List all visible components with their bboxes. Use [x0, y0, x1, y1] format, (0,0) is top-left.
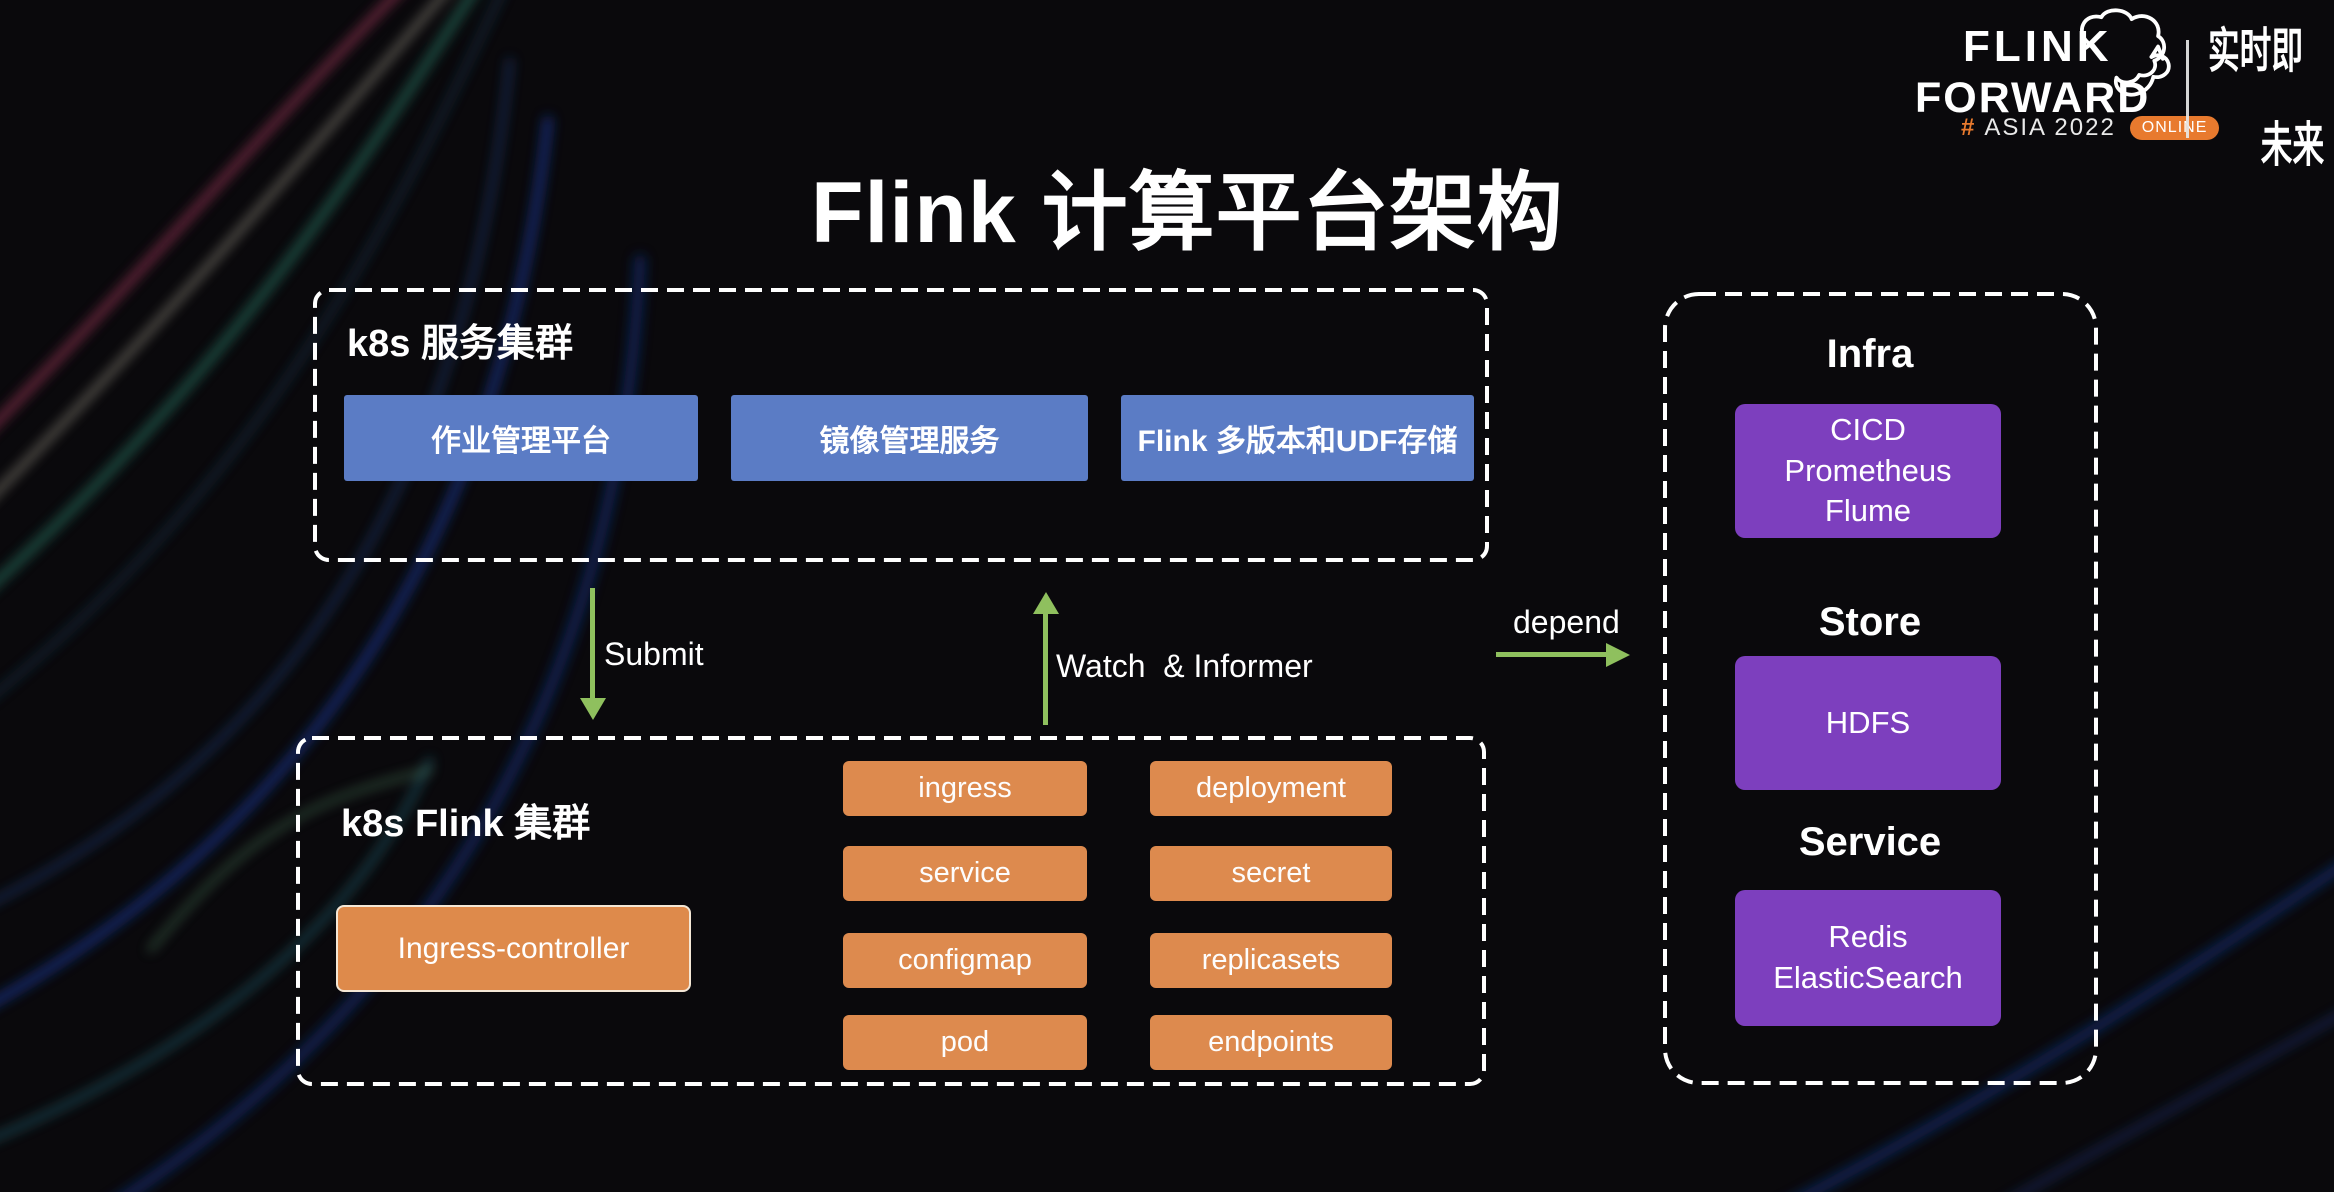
tagline-line1: 实时即: [2208, 25, 2304, 78]
image-management-service-box: 镜像管理服务: [731, 395, 1088, 481]
resource-box-configmap: configmap: [843, 933, 1087, 988]
resource-box-deployment: deployment: [1150, 761, 1392, 816]
logo-tagline: 实时即 未来: [2208, 25, 2325, 173]
watch-arrow-head-icon: [1033, 592, 1059, 614]
resource-box-service: service: [843, 846, 1087, 901]
service-cluster-title: k8s 服务集群: [347, 323, 573, 365]
resource-box-pod: pod: [843, 1015, 1087, 1070]
job-management-platform-box: 作业管理平台: [344, 395, 698, 481]
ingress-controller-box: Ingress-controller: [336, 905, 691, 992]
depend-arrow-line: [1496, 652, 1608, 657]
resource-box-endpoints: endpoints: [1150, 1015, 1392, 1070]
page-title: Flink 计算平台架构: [811, 165, 1564, 261]
submit-arrow-line: [590, 588, 595, 700]
resource-box-ingress: ingress: [843, 761, 1087, 816]
flink-forward-logo: FLINK FORWARD # ASIA 2022 ONLINE 实时即 未来: [1905, 8, 2324, 170]
tagline-line2: 未来: [2260, 119, 2325, 173]
logo-event-row: # ASIA 2022 ONLINE: [1961, 114, 2220, 142]
submit-arrow-head-icon: [580, 698, 606, 720]
logo-divider: [2186, 40, 2189, 138]
resource-box-replicasets: replicasets: [1150, 933, 1392, 988]
submit-arrow-label: Submit: [604, 636, 704, 672]
watch-arrow-label: Watch & Informer: [1056, 648, 1313, 684]
flink-version-udf-storage-box: Flink 多版本和UDF存储: [1121, 395, 1474, 481]
hash-icon: #: [1961, 114, 1977, 141]
online-badge: ONLINE: [2129, 116, 2220, 140]
service-tools-box: Redis ElasticSearch: [1735, 890, 2001, 1026]
logo-word-forward: FORWARD: [1915, 74, 2151, 122]
service-section-title: Service: [1798, 820, 1942, 864]
flink-cluster-title: k8s Flink 集群: [341, 803, 591, 845]
watch-arrow-line: [1043, 612, 1048, 725]
resource-box-secret: secret: [1150, 846, 1392, 901]
logo-word-flink: FLINK: [1963, 22, 2113, 71]
infra-tools-box: CICD Prometheus Flume: [1735, 404, 2001, 538]
squirrel-icon: [2080, 8, 2171, 97]
store-section-title: Store: [1818, 600, 1922, 644]
logo-event-name: ASIA 2022: [1984, 114, 2116, 141]
store-hdfs-box: HDFS: [1735, 656, 2001, 790]
depend-arrow-head-icon: [1606, 643, 1630, 667]
depend-arrow-label: depend: [1513, 604, 1620, 640]
infra-section-title: Infra: [1826, 332, 1914, 376]
